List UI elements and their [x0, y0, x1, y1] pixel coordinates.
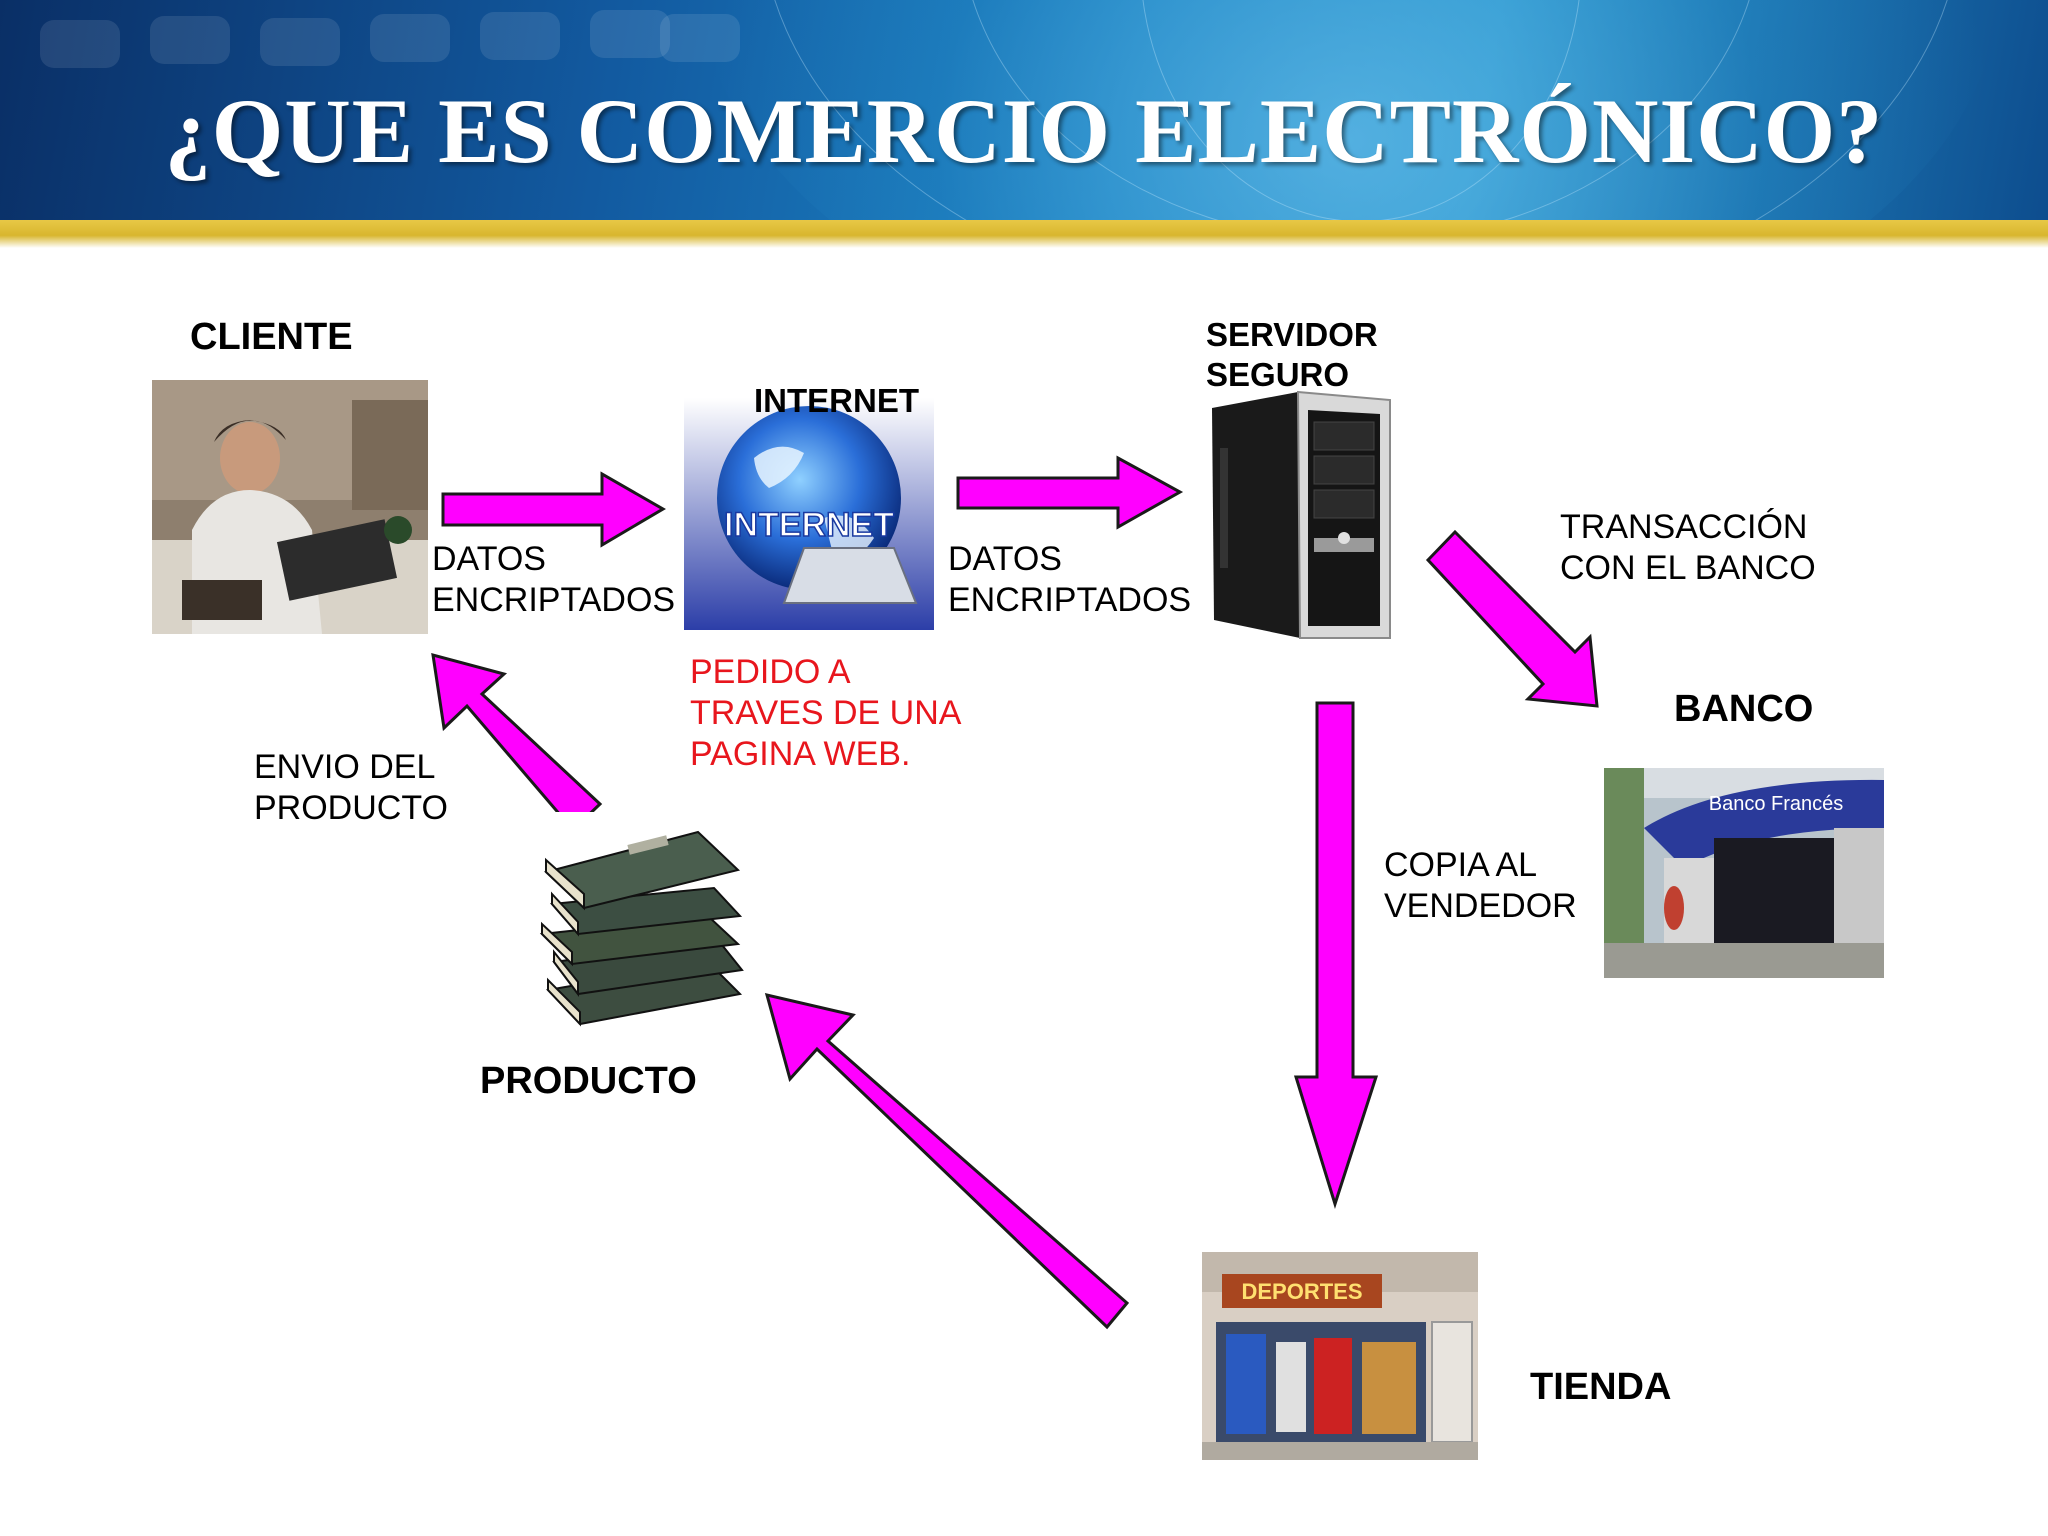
node-label-servidor-line2: SEGURO: [1206, 356, 1350, 393]
tienda-sign-text: DEPORTES: [1241, 1279, 1362, 1304]
edge-label-envio-line1: ENVIO DEL: [254, 748, 436, 786]
edge-label-datos-1-line1: DATOS: [432, 540, 546, 578]
node-label-internet: INTERNET: [754, 382, 919, 419]
internet-logo-text: INTERNET: [724, 506, 894, 544]
edge-label-transaccion-line2: CON EL BANCO: [1560, 549, 1816, 587]
gold-divider: [0, 220, 2048, 248]
arrow-cliente-internet: [441, 471, 666, 548]
edge-label-datos-1-line2: ENCRIPTADOS: [432, 581, 676, 619]
servidor-tower-icon: [1208, 388, 1394, 646]
decor-tile: [40, 20, 120, 68]
node-label-tienda: TIENDA: [1530, 1366, 1672, 1408]
edge-label-envio-line2: PRODUCTO: [254, 789, 448, 827]
edge-label-copia-line2: VENDEDOR: [1384, 887, 1577, 925]
decor-tile: [590, 10, 670, 58]
tienda-photo: DEPORTES: [1202, 1252, 1478, 1460]
decor-tile: [260, 18, 340, 66]
arrow-tienda-producto: [764, 992, 1130, 1330]
banco-sign-text: Banco Francés: [1709, 793, 1844, 815]
decor-tile: [480, 12, 560, 60]
node-label-servidor-line1: SERVIDOR: [1206, 316, 1378, 353]
node-label-cliente: CLIENTE: [190, 316, 353, 358]
slide-header: ¿QUE ES COMERCIO ELECTRÓNICO?: [0, 0, 2048, 220]
edge-label-copia-line1: COPIA AL: [1384, 846, 1538, 884]
producto-books-icon: [528, 812, 752, 1028]
arrow-producto-cliente: [431, 652, 603, 833]
decor-tile: [370, 14, 450, 62]
pedido-text-line3: PAGINA WEB.: [690, 735, 911, 773]
edge-label-datos-2-line1: DATOS: [948, 540, 1062, 578]
edge-label-transaccion-line1: TRANSACCIÓN: [1560, 508, 1808, 546]
pedido-text-line2: TRAVES DE UNA: [690, 694, 962, 732]
arrow-internet-servidor: [956, 455, 1184, 530]
decor-tile: [660, 14, 740, 62]
internet-globe-icon: INTERNET: [684, 398, 934, 630]
arrow-servidor-tienda: [1293, 701, 1379, 1209]
edge-label-datos-2-line2: ENCRIPTADOS: [948, 581, 1192, 619]
node-label-banco: BANCO: [1674, 688, 1814, 730]
cliente-photo: [152, 380, 428, 634]
banco-photo: Banco Francés: [1604, 768, 1884, 978]
arrow-servidor-banco: [1425, 529, 1599, 708]
pedido-text-line1: PEDIDO A: [690, 653, 851, 691]
slide-title: ¿QUE ES COMERCIO ELECTRÓNICO?: [164, 80, 1884, 182]
decor-tile: [150, 16, 230, 64]
node-label-producto: PRODUCTO: [480, 1060, 697, 1102]
